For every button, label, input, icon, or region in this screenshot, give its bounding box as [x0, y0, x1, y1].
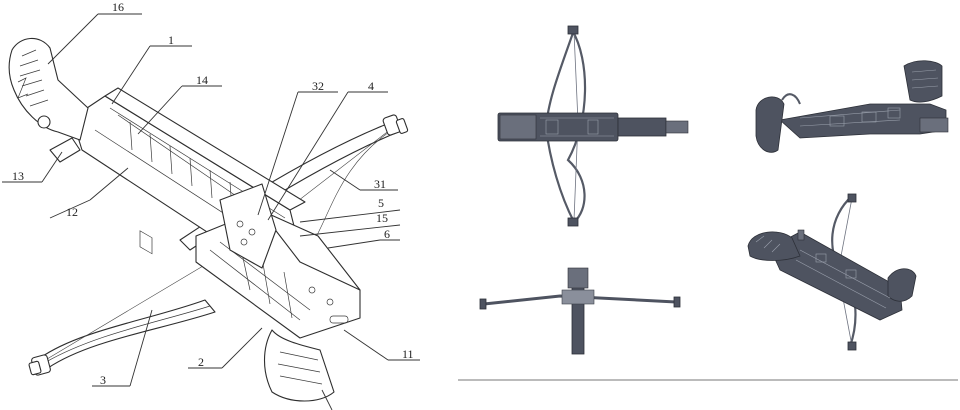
top-view-limb-tip-bottom — [567, 217, 579, 227]
callout-31: 31 — [374, 177, 386, 191]
callout-13: 13 — [12, 169, 24, 183]
callout-11: 11 — [402, 347, 414, 361]
side-view — [755, 60, 949, 153]
top-view-barrel — [665, 120, 689, 134]
pistol-grip — [264, 329, 335, 402]
front-view-top-block — [567, 267, 589, 289]
front-view — [479, 267, 681, 355]
callout-1: 1 — [168, 33, 174, 47]
top-view-limb-tip-top — [567, 25, 579, 35]
top-view-butt — [499, 114, 537, 140]
callout-6: 6 — [384, 227, 390, 241]
callout-5: 5 — [378, 196, 384, 210]
perspective-butt-grooves — [755, 235, 781, 253]
callout-32: 32 — [312, 79, 324, 93]
side-view-grip-grooves — [911, 69, 939, 89]
perspective-limb-tip-top — [847, 193, 857, 203]
callout-14: 14 — [196, 73, 208, 87]
limb-tip-upper — [382, 114, 409, 136]
side-view-grip — [903, 60, 943, 103]
side-view-limb — [755, 96, 785, 153]
callout-12: 12 — [66, 205, 78, 219]
perspective-grip — [887, 268, 917, 302]
perspective-pin — [797, 229, 805, 241]
perspective-butt — [747, 231, 801, 261]
front-view-limb-tip-right — [673, 296, 681, 308]
perspective-details — [795, 249, 891, 309]
stock-top-face — [104, 87, 306, 211]
callout-15: 15 — [376, 211, 388, 225]
butt-stock-hole — [37, 115, 51, 129]
top-view — [497, 25, 689, 227]
callout-16: 16 — [112, 0, 124, 14]
callout-4: 4 — [368, 79, 374, 93]
top-view-rail — [617, 117, 667, 137]
butt-stock-grip-grooves — [19, 49, 49, 107]
callout-3: 3 — [100, 373, 106, 387]
side-view-limb-arc — [781, 93, 801, 105]
latch-block — [219, 183, 277, 269]
callout-2: 2 — [198, 355, 204, 369]
front-housing-top — [259, 209, 361, 291]
limb-lower-inner — [45, 305, 211, 363]
butt-stock-z-mark — [17, 77, 29, 99]
perspective-view — [747, 193, 917, 351]
isometric-crossbow-drawing: 16 1 14 32 4 13 31 12 5 15 6 2 11 3 — [2, 0, 420, 410]
front-housing-details — [209, 241, 349, 324]
stock-ribs — [129, 121, 253, 255]
callout-labels: 16 1 14 32 4 13 31 12 5 15 6 2 11 3 — [12, 0, 414, 387]
top-view-details — [540, 117, 614, 137]
front-view-limbs — [483, 294, 677, 306]
leader-lines — [2, 13, 420, 410]
limb-tip-lower — [28, 354, 51, 376]
pistol-grip-grooves — [277, 351, 323, 385]
limb-lower — [39, 299, 216, 369]
perspective-limb-tip-bottom — [847, 341, 857, 351]
latch-block-details — [236, 220, 256, 246]
front-view-mount — [561, 289, 595, 305]
side-view-trigger-block — [919, 117, 949, 133]
side-view-details — [799, 107, 901, 127]
lever-13 — [49, 137, 81, 163]
top-view-limbs — [566, 29, 587, 223]
front-view-limb-tip-left — [479, 298, 487, 310]
